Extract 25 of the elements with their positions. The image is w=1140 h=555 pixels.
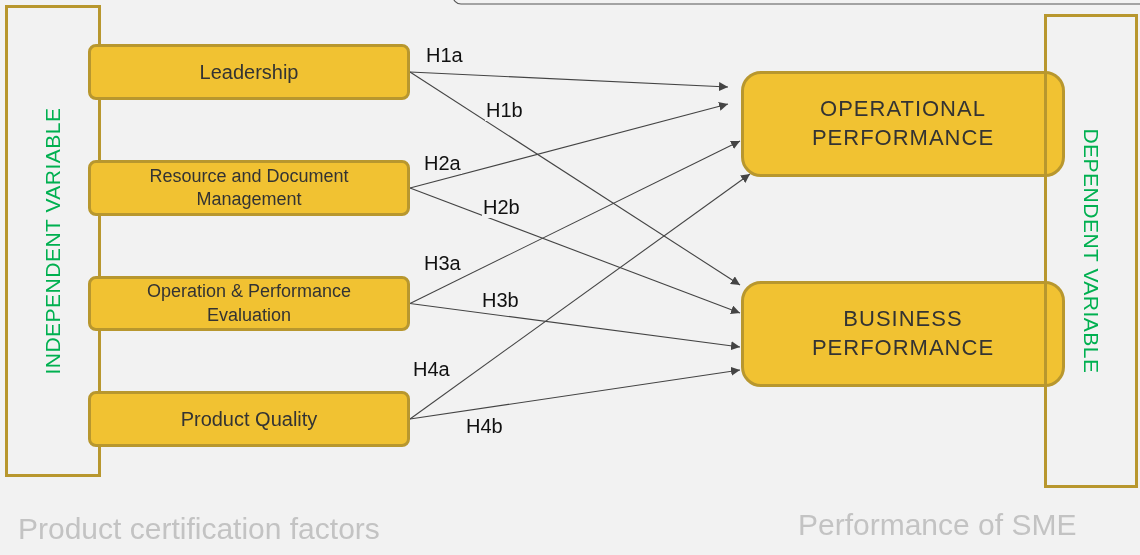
arrow [409,140,741,305]
axis-title: DEPENDENT VARIABLE [1079,128,1103,374]
factor-box [741,71,1065,177]
box-label: Leadership [198,60,300,85]
arrow [409,101,729,189]
box-label: Operation & Performance Evaluation [145,280,353,327]
factor-box [88,391,410,447]
arrow [409,366,741,420]
factor-box [88,44,410,100]
arrow [409,71,741,286]
edge-label: H2b [482,196,521,218]
arrow [409,302,741,351]
factor-box [88,160,410,216]
box-label: BUSINESS PERFORMANCE [810,305,996,362]
axis-title: INDEPENDENT VARIABLE [41,107,65,375]
arrow [409,71,729,92]
factor-box [741,281,1065,387]
box-label: Resource and Document Management [148,164,350,211]
arrow [409,173,751,420]
edge-label: H1b [485,99,524,121]
variable-frame [1044,14,1138,488]
arrow [409,187,741,314]
box-label: OPERATIONAL PERFORMANCE [810,95,996,152]
box-label: Product Quality [179,407,319,432]
factor-box [88,276,410,331]
